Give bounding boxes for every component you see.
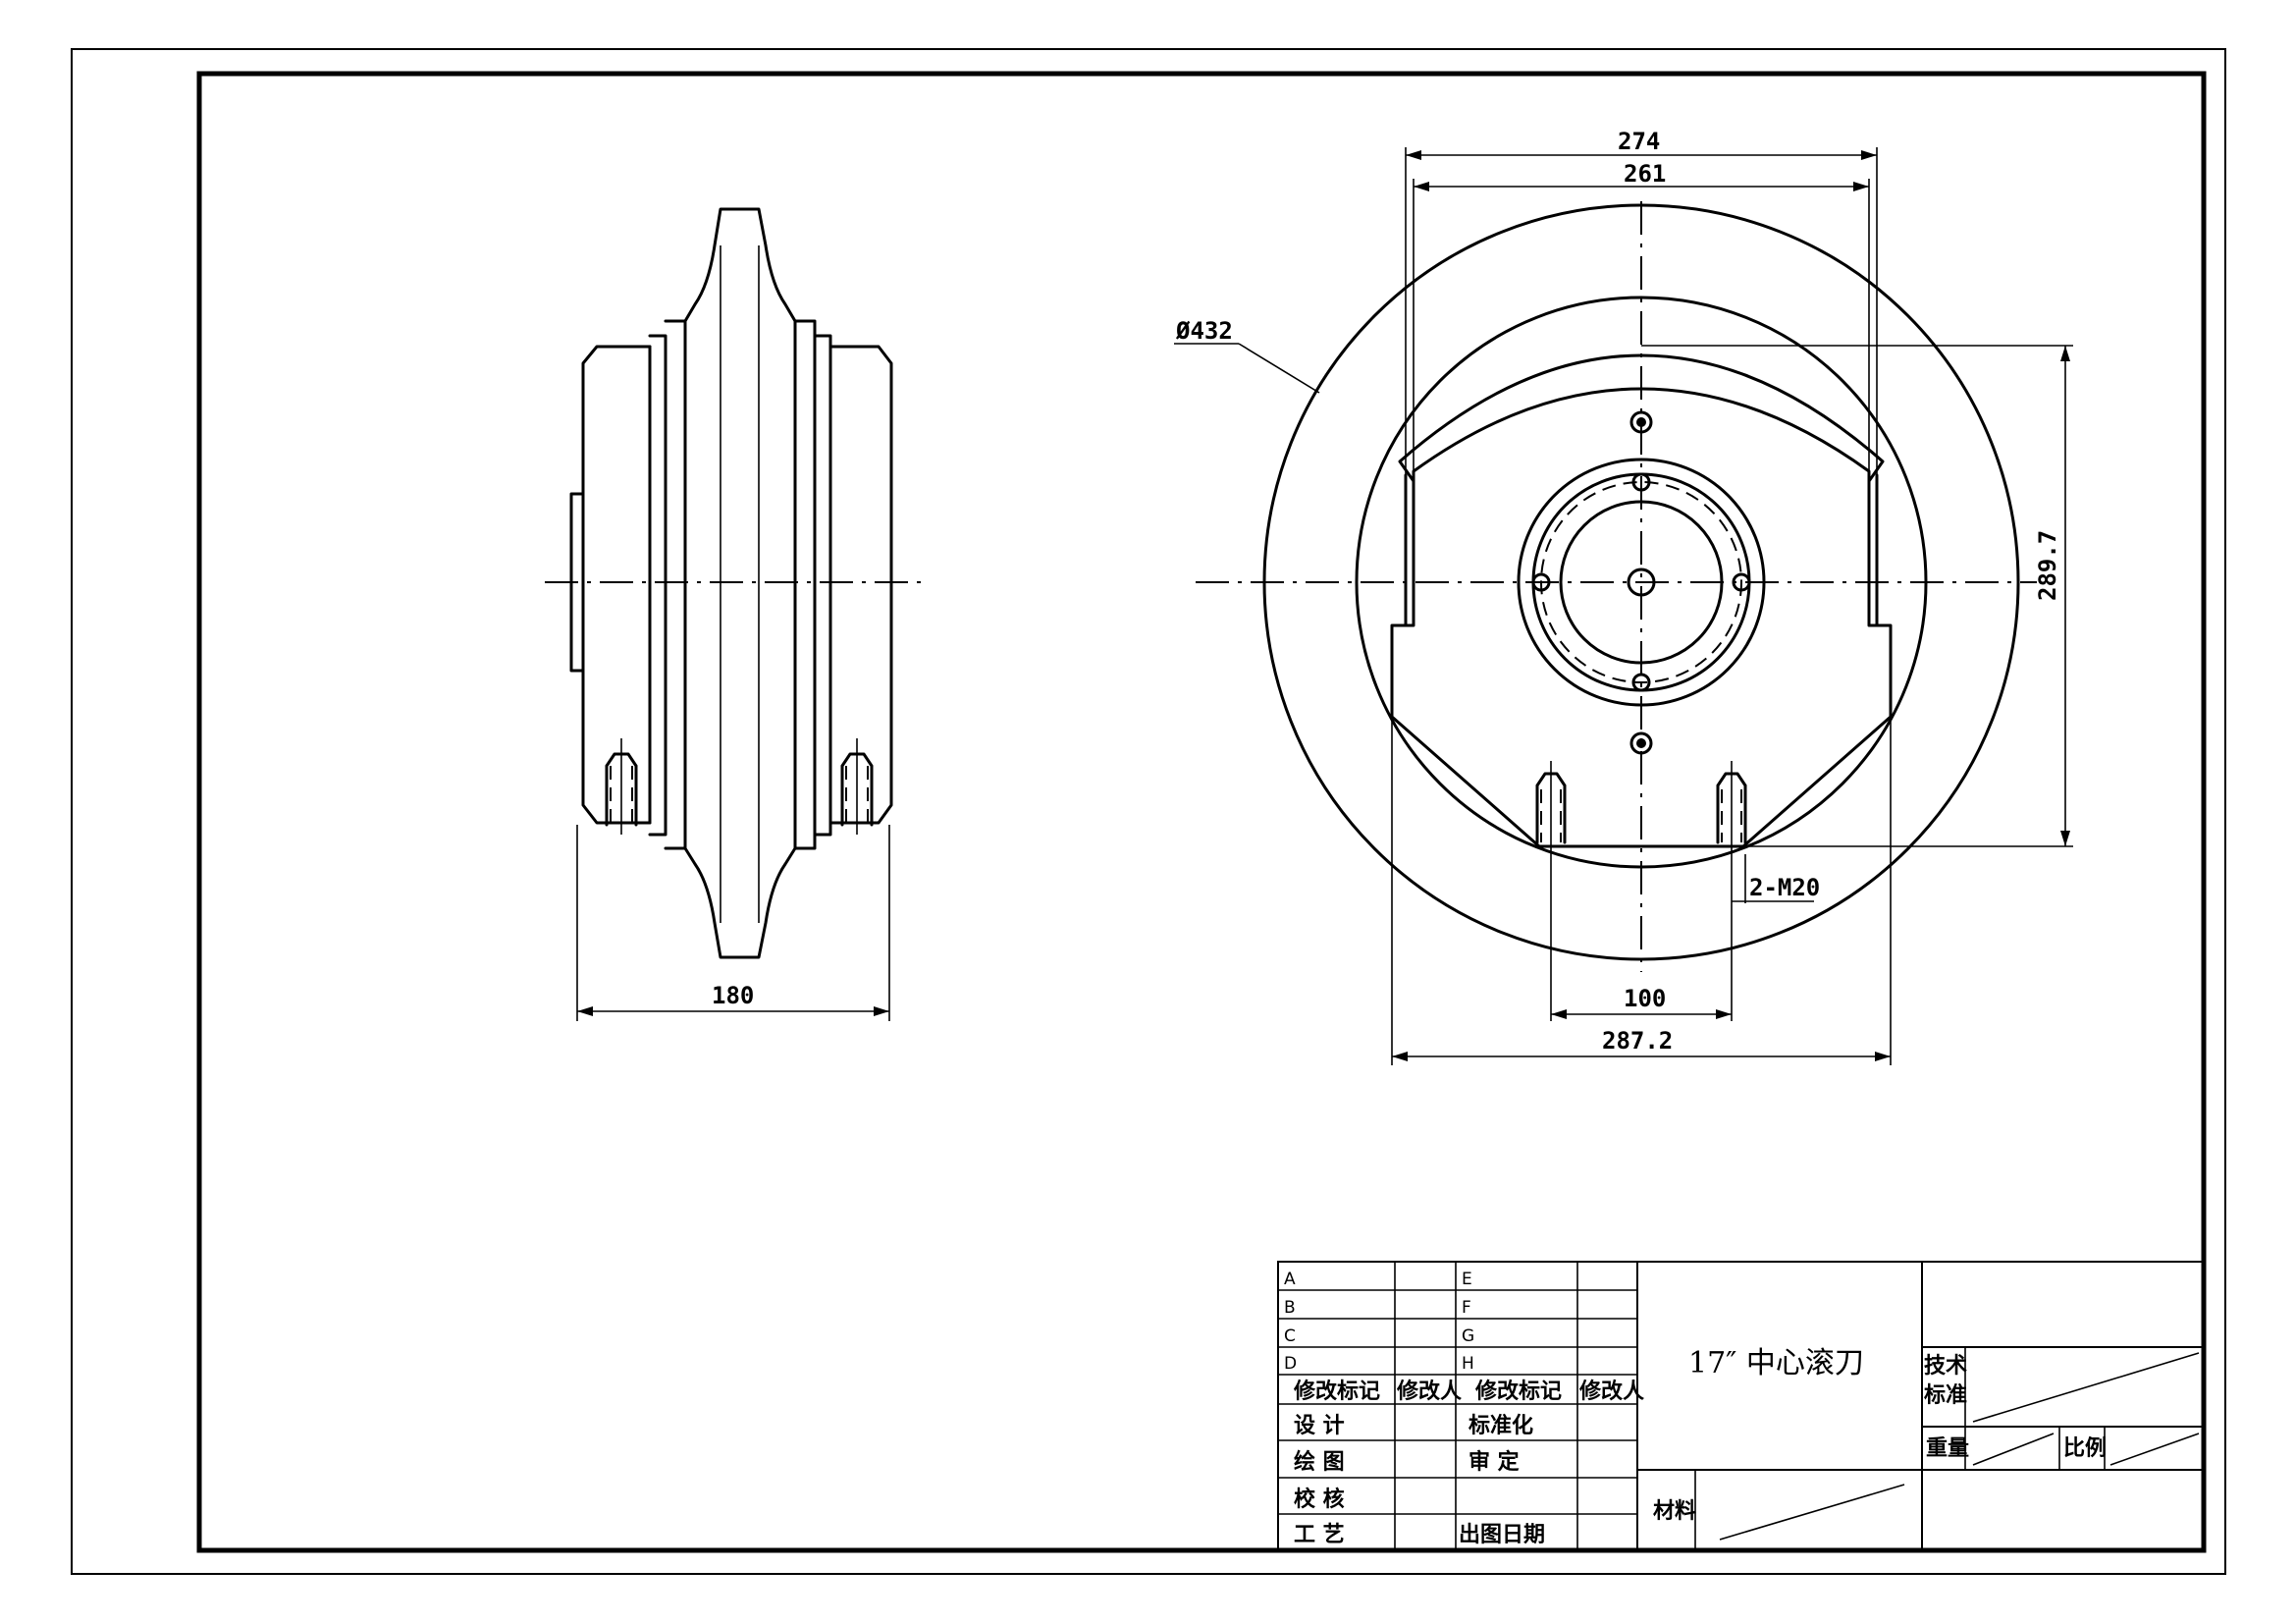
- weight-label: 重量: [1926, 1436, 1969, 1461]
- rev-person-label-2: 修改人: [1578, 1379, 1644, 1404]
- side-right-hub: [828, 345, 893, 825]
- title-block-frame: [1277, 1261, 2205, 1551]
- drawing-frame: [196, 71, 2207, 1553]
- side-width-dim-label: 180: [712, 982, 754, 1009]
- bolt-spacing-dim-label: 100: [1624, 985, 1666, 1012]
- base-width-dim-label: 287.2: [1602, 1027, 1673, 1055]
- side-view: 180: [545, 207, 923, 1021]
- threaded-hole-bottom: [1629, 731, 1653, 755]
- thread-dim-label: 2-M20: [1749, 874, 1820, 901]
- rev-letter-h: H: [1462, 1354, 1474, 1374]
- side-right-bolt: [840, 738, 874, 835]
- drawing-label: 绘 图: [1294, 1449, 1345, 1475]
- side-right-shoulder: [793, 319, 817, 850]
- rev-letter-b: B: [1284, 1298, 1296, 1318]
- threaded-hole-top: [1629, 410, 1653, 434]
- height-dim-label: 289.7: [2034, 530, 2061, 601]
- saddle-bracket: [1390, 353, 1893, 848]
- side-left-shoulder: [648, 334, 667, 837]
- standardize-label: 标准化: [1468, 1413, 1533, 1438]
- flange-bolt-holes: [1531, 472, 1751, 692]
- material-label: 材料: [1653, 1499, 1696, 1524]
- side-left-key: [569, 492, 585, 673]
- outer-cutter-circle: [1262, 203, 2020, 961]
- process-label: 工 艺: [1294, 1522, 1345, 1547]
- scale-label: 比例: [2063, 1436, 2107, 1461]
- rev-letter-e: E: [1462, 1270, 1472, 1289]
- front-left-bolt: [1535, 761, 1567, 854]
- diameter-dim-label: Ø432: [1175, 317, 1233, 345]
- design-label: 设 计: [1294, 1414, 1345, 1438]
- front-right-bolt: [1716, 761, 1747, 854]
- side-left-hub: [581, 345, 652, 825]
- rev-person-label: 修改人: [1396, 1379, 1462, 1404]
- rev-letter-g: G: [1462, 1326, 1474, 1346]
- check-label: 校 核: [1294, 1487, 1345, 1512]
- rev-letter-f: F: [1462, 1298, 1471, 1318]
- hub-center-hole: [1627, 568, 1656, 597]
- outer-sheet-border: [71, 48, 2226, 1575]
- hub-flange-outer: [1517, 458, 1766, 707]
- inner-cutter-circle: [1355, 296, 1928, 869]
- outer-width-dim-label: 274: [1618, 128, 1660, 155]
- tech-standard-label-2: 标准: [1924, 1382, 1967, 1408]
- side-left-bolt: [605, 738, 638, 835]
- rev-letter-d: D: [1284, 1354, 1297, 1374]
- review-label: 审 定: [1468, 1449, 1520, 1475]
- hub-bolt-pcd: [1540, 481, 1742, 683]
- tech-standard-label-1: 技术: [1924, 1354, 1967, 1379]
- drawing-title: 17″ 中心滚刀: [1688, 1346, 1864, 1380]
- rev-letter-a: A: [1284, 1270, 1296, 1289]
- hub-bore: [1559, 500, 1724, 665]
- inner-width-dim-label: 261: [1624, 160, 1666, 188]
- title-block: A B C D E F G H 修改标记 修改人 修改标记 修改人 设 计 绘 …: [1277, 1261, 2205, 1551]
- issue-date-label: 出图日期: [1459, 1523, 1545, 1547]
- front-view: 274 261 Ø432 289.7 2-M20 100: [1174, 128, 2073, 1065]
- rev-mark-label: 修改标记: [1293, 1379, 1380, 1404]
- rev-letter-c: C: [1284, 1326, 1296, 1346]
- rev-mark-label-2: 修改标记: [1474, 1379, 1562, 1404]
